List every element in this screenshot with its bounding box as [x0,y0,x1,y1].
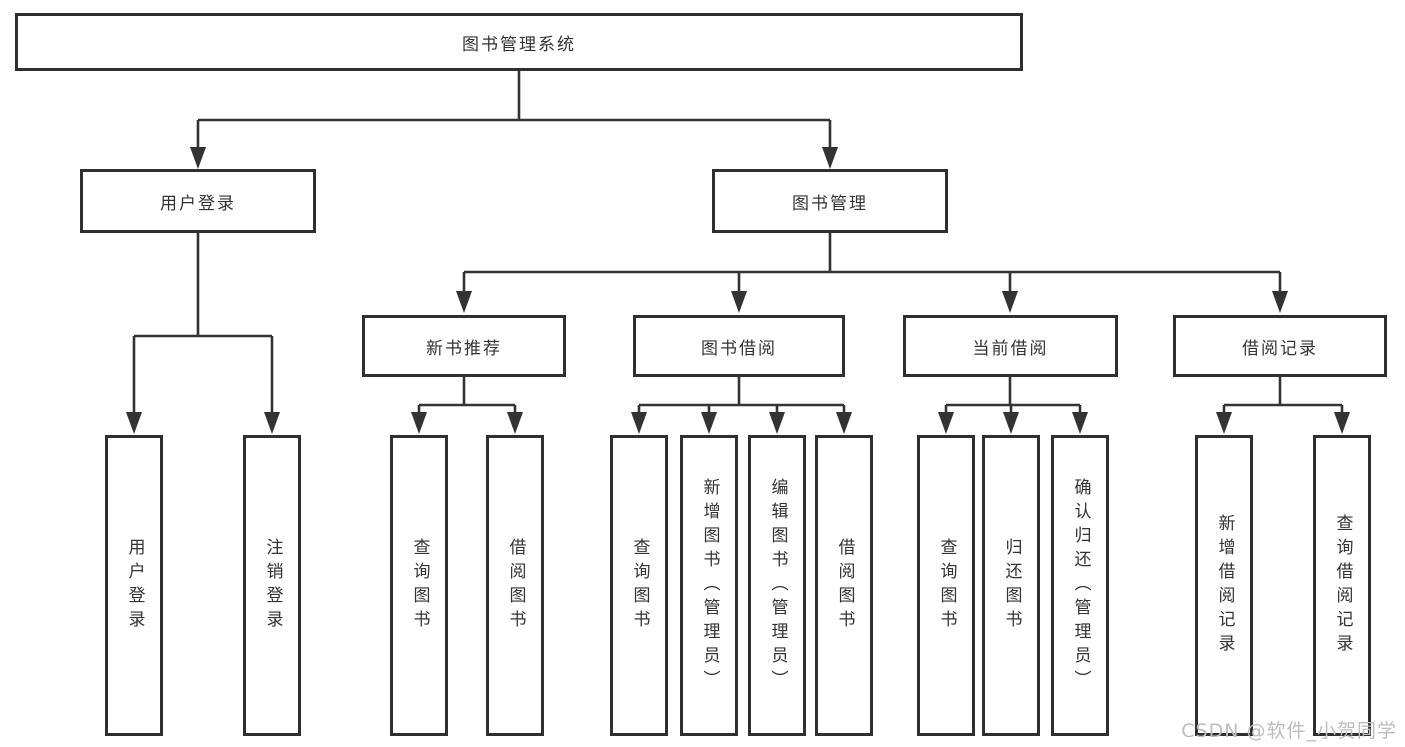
node-borrow-records: 借阅记录 [1173,315,1387,377]
node-current-borrow-label: 当前借阅 [972,338,1049,359]
node-root: 图书管理系统 [15,13,1023,71]
node-borrow-records-label: 借阅记录 [1242,338,1318,359]
leaf-edit-books-admin: 编辑图书（管理员） [748,435,806,736]
node-book-borrow-label: 图书借阅 [701,338,777,359]
node-user-login-label: 用户登录 [160,193,236,214]
leaf-current-query-books-label: 查询图书 [936,537,957,634]
leaf-query-borrow-record: 查询借阅记录 [1313,435,1371,736]
leaf-borrow-books: 借阅图书 [815,435,873,736]
csdn-watermark: CSDN @软件_小贺同学 [1181,720,1397,742]
leaf-borrow-query-books-label: 查询图书 [629,537,650,634]
leaf-recommend-query-books-label: 查询图书 [409,537,430,634]
leaf-add-borrow-record-label: 新增借阅记录 [1214,513,1235,658]
leaf-query-borrow-record-label: 查询借阅记录 [1332,513,1353,658]
leaf-edit-books-admin-label: 编辑图书（管理员） [767,477,788,694]
leaf-borrow-books-label: 借阅图书 [834,537,855,634]
leaf-add-books-admin-label: 新增图书（管理员） [699,477,720,694]
node-user-login: 用户登录 [80,169,316,233]
leaf-return-books: 归还图书 [982,435,1040,736]
leaf-user-login-label: 用户登录 [124,537,145,634]
leaf-user-login: 用户登录 [105,435,163,736]
leaf-recommend-borrow-books-label: 借阅图书 [505,537,526,634]
leaf-recommend-borrow-books: 借阅图书 [486,435,544,736]
leaf-return-books-label: 归还图书 [1001,537,1022,634]
leaf-add-borrow-record: 新增借阅记录 [1195,435,1253,736]
node-new-book-recommend: 新书推荐 [362,315,566,377]
leaf-add-books-admin: 新增图书（管理员） [680,435,738,736]
leaf-confirm-return-admin: 确认归还（管理员） [1051,435,1109,736]
node-book-management-label: 图书管理 [792,193,868,214]
node-root-label: 图书管理系统 [462,34,576,55]
leaf-borrow-query-books: 查询图书 [610,435,668,736]
node-book-management: 图书管理 [712,169,948,233]
leaf-confirm-return-admin-label: 确认归还（管理员） [1070,477,1091,694]
leaf-current-query-books: 查询图书 [917,435,975,736]
node-current-borrow: 当前借阅 [903,315,1118,377]
node-book-borrow: 图书借阅 [633,315,845,377]
leaf-recommend-query-books: 查询图书 [390,435,448,736]
leaf-logout: 注销登录 [243,435,301,736]
node-new-book-recommend-label: 新书推荐 [426,338,502,359]
leaf-logout-label: 注销登录 [262,537,283,634]
